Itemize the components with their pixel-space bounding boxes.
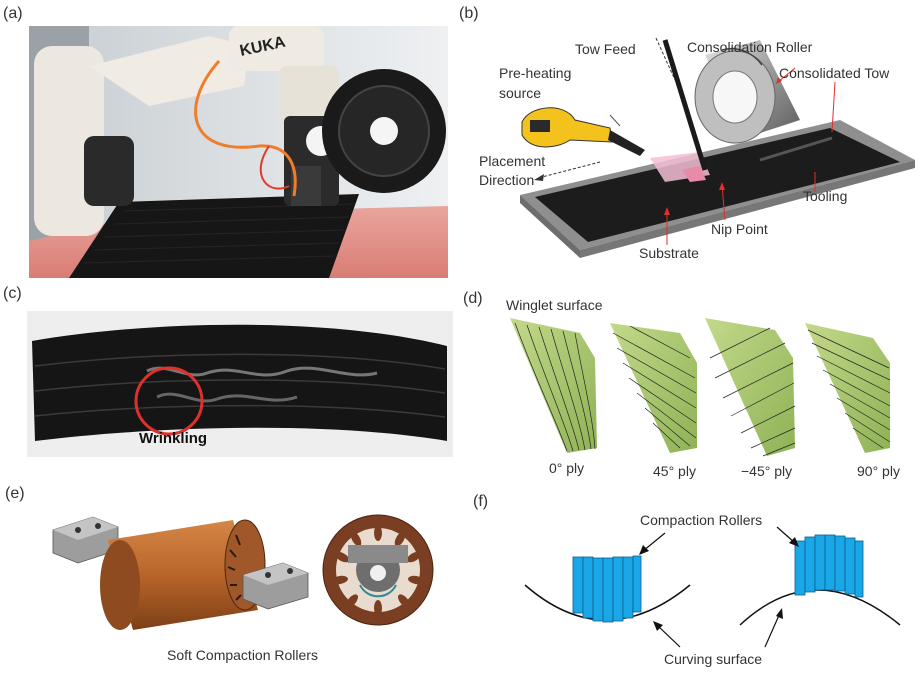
label-preheating-line2: source [499,85,542,101]
ply-label-90: 90° ply [857,463,900,479]
label-nip-point: Nip Point [711,221,768,237]
ply-45-surface [610,323,697,453]
ply-label-minus45: −45° ply [741,463,793,479]
robot-photo: KUKA [29,26,448,278]
ply-label-0: 0° ply [549,460,585,476]
wrinkle-highlight-circle [134,366,204,436]
ply-label-45: 45° ply [653,463,696,479]
panel-b-letter: (b) [459,5,479,22]
soft-roller-render [52,514,434,630]
compaction-curvature-diagram [524,526,901,648]
ply-0-surface [510,318,597,453]
label-placement-line1: Placement [479,153,546,169]
ply-90-surface [805,323,891,453]
label-consolidated-tow: Consolidated Tow [779,65,890,81]
panel-d-letter: (d) [463,290,483,307]
label-consolidation-roller: Consolidation Roller [687,39,813,55]
label-substrate: Substrate [639,245,699,261]
label-curving-surface: Curving surface [664,651,763,667]
label-tow-feed: Tow Feed [575,41,636,57]
roller-cross-section [322,514,434,626]
label-wrinkling: Wrinkling [139,430,208,447]
panel-a-letter: (a) [3,5,23,22]
wrinkling-photo [27,311,453,457]
panel-e-letter: (e) [5,485,25,502]
tow-feed-strip [662,39,708,171]
compaction-roller-right [794,534,864,598]
compaction-roller-left [572,555,642,623]
winglet-ply-surfaces [510,318,891,457]
winglet-title: Winglet surface [506,297,603,313]
label-placement-line2: Direction [479,172,535,188]
label-preheating-line1: Pre-heating [499,65,572,81]
convex-surface [739,589,901,626]
substrate [535,128,900,242]
panel-c-letter: (c) [3,285,22,302]
label-compaction-rollers: Compaction Rollers [640,512,763,528]
label-tooling: Tooling [803,188,848,204]
afp-schematic [520,37,915,258]
panel-f-letter: (f) [473,493,489,510]
ply-minus45-surface [705,318,796,457]
preheating-gun [521,107,645,156]
label-soft-compaction-rollers: Soft Compaction Rollers [167,647,318,663]
